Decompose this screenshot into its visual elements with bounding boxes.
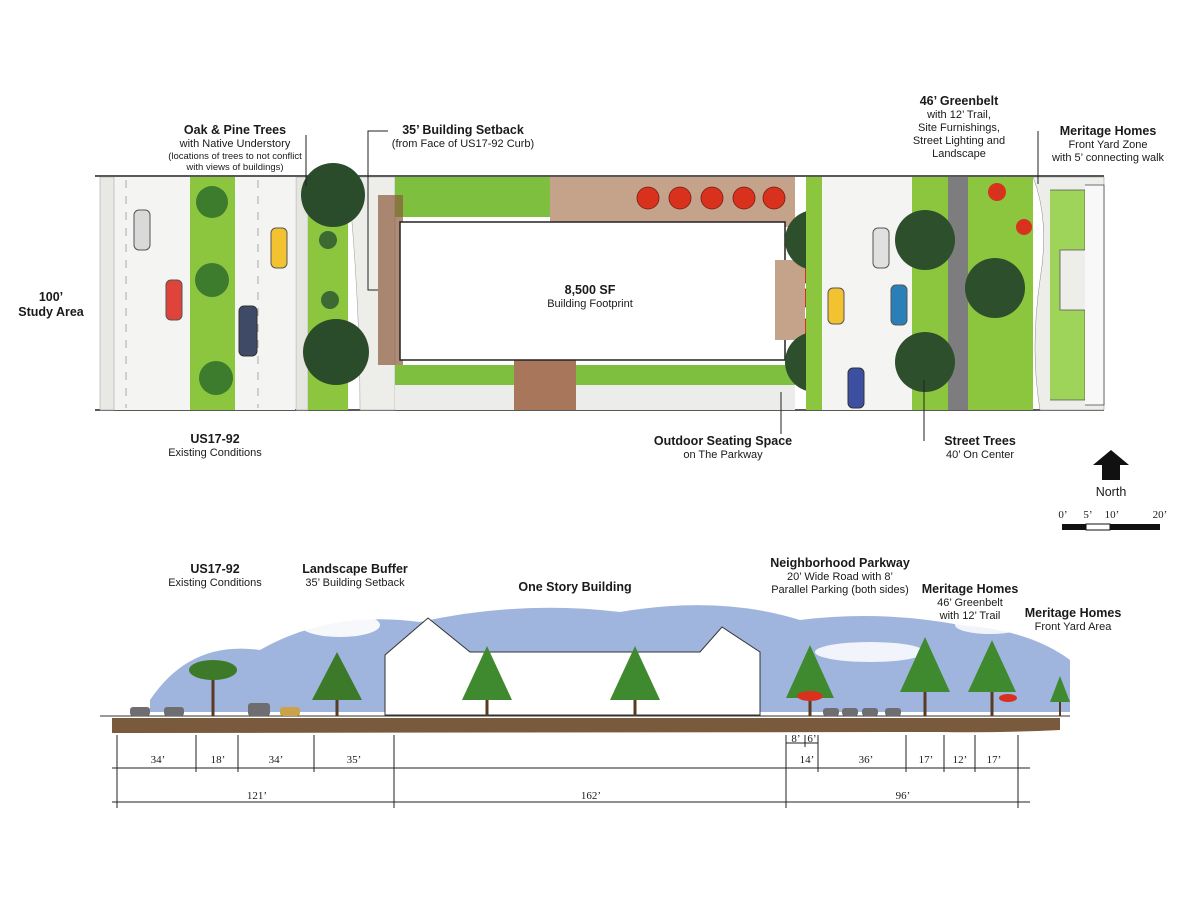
trees-title: Oak & Pine Trees [183,123,287,137]
entry-paving [514,360,576,410]
setback-title: 35’ Building Setback [402,123,524,137]
trees-note-2: with views of buildings) [186,162,284,173]
section-view [100,605,1070,733]
street-tree [895,332,955,392]
car [890,284,908,326]
scale-tick-5: 5’ [1083,509,1093,521]
trees-sub: with Native Understory [179,138,291,150]
buffer-label: Landscape Buffer 35’ Building Setback [292,562,418,590]
street-trees-sub: 40’ On Center [945,449,1015,461]
building-footprint-title: 8,500 SF [564,283,616,297]
buffer-title: Landscape Buffer [302,562,408,576]
greenbelt-line-3: Street Lighting and [912,135,1006,147]
dim-17-a: 17’ [918,754,934,766]
parkway-line-1: 20’ Wide Road with 8’ [787,571,893,583]
dim-6: 6’ [807,733,817,745]
dim-35: 35’ [346,754,362,766]
building-footprint [399,221,786,361]
meritage-section-line-1a: 46’ Greenbelt [937,597,1003,609]
meritage-plan-line-2: with 5’ connecting walk [1051,152,1165,164]
greenbelt-line-4: Landscape [932,148,986,160]
scale-tick-0: 0’ [1058,509,1068,521]
palm-trees [195,186,233,395]
meritage-plan-label: Meritage Homes Front Yard Zone with 5’ c… [1040,124,1176,165]
one-story-title: One Story Building [518,580,632,594]
building-footprint-label: 8,500 SF Building Footprint [530,283,650,311]
leader-lines [305,130,1039,441]
greenbelt-line-1: with 12’ Trail, [927,109,991,121]
street-trees-label: Street Trees 40’ On Center [930,434,1030,462]
study-area-title: 100’ [38,290,64,304]
car [847,367,865,409]
seating-label: Outdoor Seating Space on The Parkway [648,434,798,462]
scale-tick-10: 10’ [1104,509,1120,521]
street-tree [965,258,1025,318]
dim-96: 96’ [895,790,911,802]
us17-plan-title: US17-92 [190,432,240,446]
dimension-lines [112,735,1030,808]
dim-36: 36’ [858,754,874,766]
scale-bar [1062,523,1160,531]
street-tree [895,210,955,270]
seating-sub: on The Parkway [683,449,763,461]
seating-title: Outdoor Seating Space [653,434,793,448]
car [238,305,258,357]
study-area-sub: Study Area [18,305,84,319]
meritage-section-label-2: Meritage Homes Front Yard Area [1018,606,1128,634]
dim-8: 8’ [791,733,801,745]
us17-section-sub: Existing Conditions [168,577,262,589]
dim-162: 162’ [580,790,602,802]
north-arrow-icon [1093,450,1129,480]
parkway-label: Neighborhood Parkway 20’ Wide Road with … [760,556,920,597]
scale-tick-20: 20’ [1152,509,1168,521]
dim-34-a: 34’ [150,754,166,766]
us17-section-label: US17-92 Existing Conditions [158,562,272,590]
meritage-section-title-2: Meritage Homes [1024,606,1122,620]
setback-label: 35’ Building Setback (from Face of US17-… [378,123,548,151]
car [872,227,890,269]
study-area-label: 100’ Study Area [8,290,94,320]
dim-14: 14’ [799,754,815,766]
meritage-section-line-1b: with 12’ Trail [939,610,1001,622]
dim-12: 12’ [952,754,968,766]
buffer-sub: 35’ Building Setback [305,577,405,589]
oak-tree [303,319,369,385]
parkway-title: Neighborhood Parkway [770,556,910,570]
dim-17-b: 17’ [986,754,1002,766]
one-story-label: One Story Building [505,580,645,595]
greenbelt-label: 46’ Greenbelt with 12’ Trail, Site Furni… [900,94,1018,161]
meritage-section-line-2a: Front Yard Area [1034,621,1112,633]
car [827,287,845,325]
setback-sub: (from Face of US17-92 Curb) [391,138,535,150]
us17-plan-sub: Existing Conditions [168,447,262,459]
greenbelt-line-2: Site Furnishings, [918,122,1000,134]
us17-section-title: US17-92 [190,562,240,576]
meritage-plan-title: Meritage Homes [1059,124,1157,138]
car [165,279,183,321]
dim-18: 18’ [210,754,226,766]
north-label: North [1082,485,1140,500]
building-footprint-sub: Building Footprint [547,298,633,310]
dim-121: 121’ [246,790,268,802]
greenbelt-title: 46’ Greenbelt [919,94,999,108]
us17-plan-label: US17-92 Existing Conditions [160,432,270,460]
car [133,209,151,251]
trees-note-1: (locations of trees to not conflict [168,151,302,162]
north-text: North [1095,485,1127,499]
oak-tree [301,163,365,227]
dim-34-b: 34’ [268,754,284,766]
street-trees-title: Street Trees [944,434,1016,448]
parkway-line-2: Parallel Parking (both sides) [771,584,909,596]
meritage-section-title-1: Meritage Homes [921,582,1019,596]
meritage-section-label-1: Meritage Homes 46’ Greenbelt with 12’ Tr… [912,582,1028,623]
ground [112,718,1060,733]
section-cars [130,703,901,716]
trees-label: Oak & Pine Trees with Native Understory … [150,123,320,173]
section-trees [189,637,1070,716]
meritage-plan-line-1: Front Yard Zone [1068,139,1148,151]
car [270,227,288,269]
plan-view [95,163,1105,411]
